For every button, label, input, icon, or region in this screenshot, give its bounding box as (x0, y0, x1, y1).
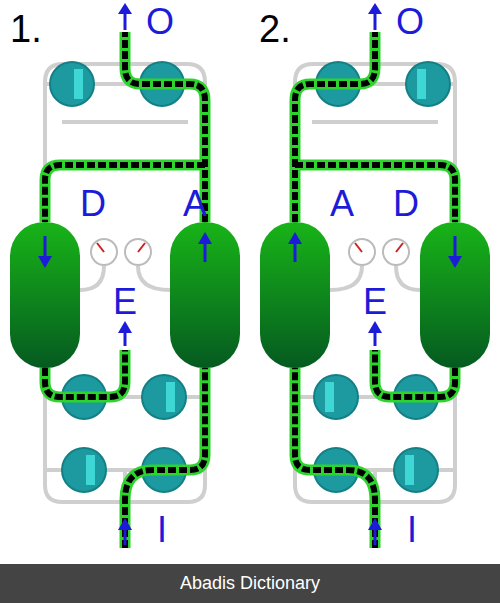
column-state-label: D (80, 186, 106, 222)
outlet-label: O (146, 4, 174, 40)
exhaust-label: E (363, 284, 387, 320)
panel-one (10, 3, 240, 548)
watermark: Abadis Dictionary (180, 574, 320, 592)
column-state-label: A (330, 186, 354, 222)
panel-two (260, 3, 490, 548)
inlet-label: I (157, 512, 167, 548)
column-state-label: D (393, 186, 419, 222)
panel-number: 2. (259, 10, 291, 48)
panel-number: 1. (10, 10, 42, 48)
inlet-label: I (407, 512, 417, 548)
exhaust-label: E (113, 284, 137, 320)
column-state-label: A (183, 186, 207, 222)
outlet-label: O (396, 4, 424, 40)
